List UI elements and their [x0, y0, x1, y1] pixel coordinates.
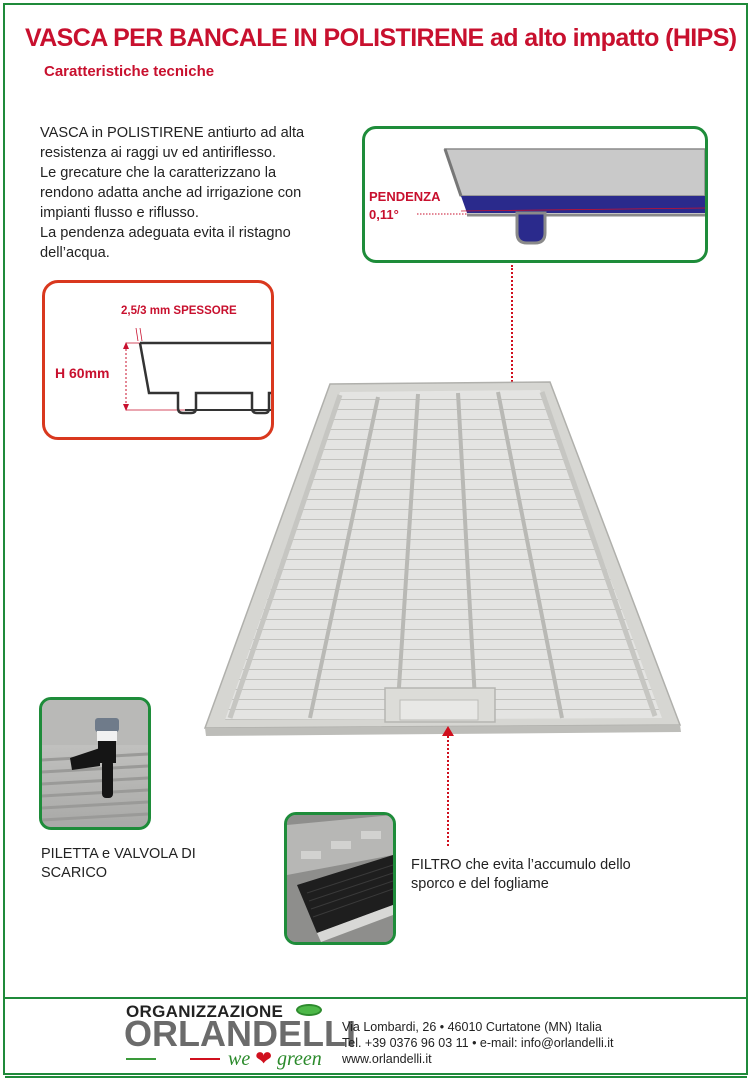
thickness-label: 2,5/3 mm SPESSORE: [121, 305, 237, 317]
description-text: VASCA in POLISTIRENE antiurto ad alta re…: [40, 123, 350, 263]
slogan-green: green: [276, 1048, 322, 1070]
pointer-line-filter: [447, 736, 449, 846]
slope-value: 0,11°: [369, 207, 399, 222]
contact-address: Via Lombardi, 26 • 46010 Curtatone (MN) …: [342, 1020, 602, 1034]
description-line: VASCA in POLISTIRENE antiurto ad alta: [40, 125, 305, 141]
filter-caption: FILTRO che evita l’accumulo dello sporco…: [411, 856, 631, 894]
slogan-we: we: [228, 1048, 251, 1070]
description-line: resistenza ai raggi uv ed antiriflesso.: [40, 145, 277, 161]
description-line: Le grecature che la caratterizzano la: [40, 165, 277, 181]
drain-caption-line: PILETTA e VALVOLA DI: [41, 846, 196, 862]
height-label: H 60mm: [55, 365, 110, 381]
drain-caption-line: SCARICO: [41, 865, 108, 881]
description-line: rendono adatta anche ad irrigazione con: [40, 185, 302, 201]
title-rest: ad alto impatto (HIPS): [483, 24, 737, 52]
footer-top-rule: [5, 997, 747, 999]
contact-phone-email: Tel. +39 0376 96 03 11 • e-mail: info@or…: [342, 1036, 614, 1050]
description-line: dell’acqua.: [40, 245, 110, 261]
logo-red-bar: [190, 1058, 220, 1060]
contact-info: Via Lombardi, 26 • 46010 Curtatone (MN) …: [342, 1019, 614, 1067]
filter-caption-line: sporco e del fogliame: [411, 876, 549, 892]
footer-bottom-rule: [5, 1076, 747, 1078]
filter-photo: [284, 812, 396, 945]
description-line: La pendenza adeguata evita il ristagno: [40, 225, 291, 241]
drain-valve-photo: [39, 697, 151, 830]
tray-profile-graphic: [123, 327, 271, 415]
contact-website: www.orlandelli.it: [342, 1052, 432, 1066]
heart-icon: ❤: [255, 1048, 272, 1070]
tray-product-image: [200, 370, 730, 740]
drain-caption: PILETTA e VALVOLA DI SCARICO: [41, 845, 196, 883]
description-line: impianti flusso e riflusso.: [40, 205, 199, 221]
pointer-line-slope: [511, 265, 513, 413]
page-subtitle: Caratteristiche tecniche: [44, 63, 215, 80]
logo-org-label: ORGANIZZAZIONE: [126, 1002, 284, 1021]
logo-slogan: we ❤ green: [228, 1046, 322, 1071]
slope-diagram-box: PENDENZA 0,11°: [362, 126, 708, 263]
leaf-icon: [296, 1004, 322, 1016]
page-frame: [3, 3, 748, 1075]
page-title: VASCA PER BANCALE IN POLISTIRENE ad alto…: [25, 24, 737, 53]
logo-green-bar: [126, 1058, 156, 1060]
title-bold: VASCA PER BANCALE IN POLISTIRENE: [25, 24, 484, 52]
filter-caption-line: FILTRO che evita l’accumulo dello: [411, 857, 631, 873]
pointer-arrow-up-icon: [442, 726, 454, 736]
logo-name: ORLANDELLI: [124, 1013, 356, 1054]
slope-label: PENDENZA: [369, 189, 441, 204]
section-diagram-box: 2,5/3 mm SPESSORE H 60mm: [42, 280, 274, 440]
slope-cross-section-graphic: [417, 148, 705, 245]
